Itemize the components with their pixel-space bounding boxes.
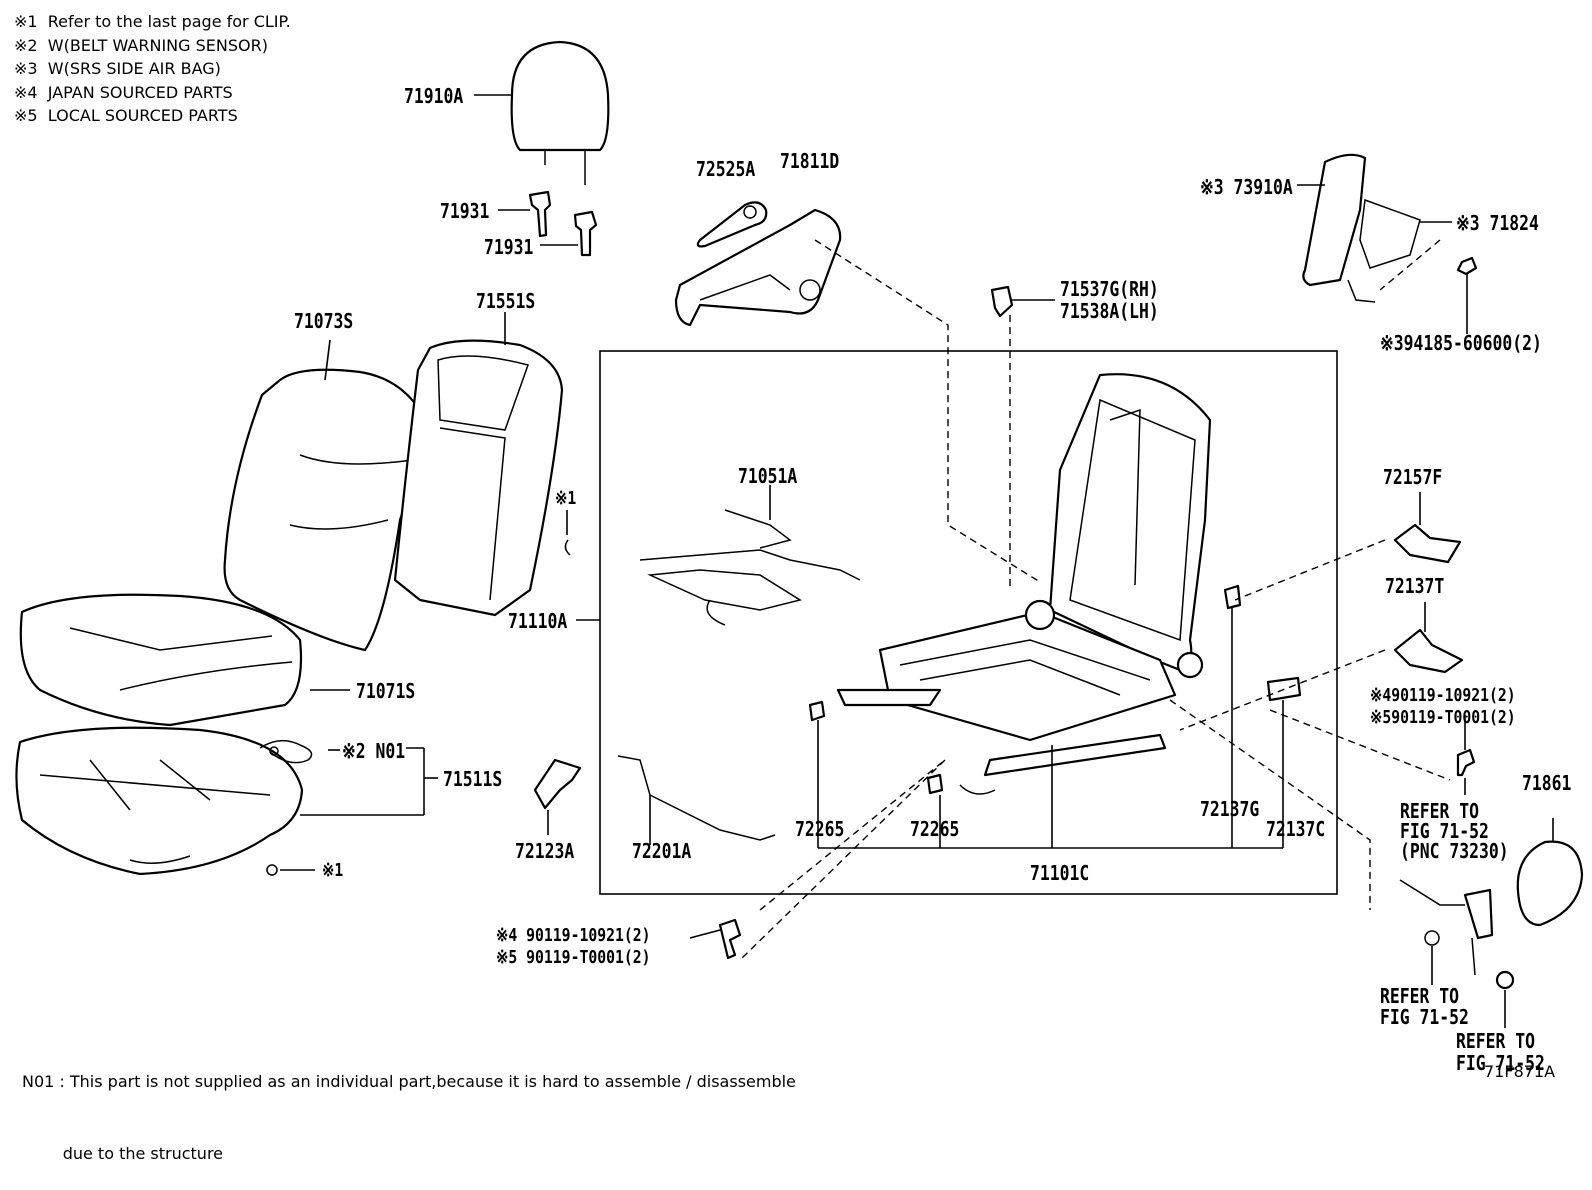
bracket-72157F <box>1393 523 1462 564</box>
note-3: ※3 W(SRS SIDE AIR BAG) <box>14 59 221 78</box>
note-5: ※5 LOCAL SOURCED PARTS <box>14 106 238 125</box>
refer-label-2-line2[interactable]: FIG 71-52 <box>1380 1005 1469 1029</box>
part-label-71861[interactable]: 71861 <box>1522 771 1572 795</box>
figure-id: 71F871A <box>1484 1062 1556 1081</box>
part-label-72265-a[interactable]: 72265 <box>795 817 845 841</box>
seat-spring <box>639 485 861 626</box>
part-label-71931-a[interactable]: 71931 <box>440 199 490 223</box>
cushion-pad <box>15 726 438 876</box>
backrest-clip <box>990 285 1055 318</box>
part-label-72137T[interactable]: 72137T <box>1385 574 1445 598</box>
bracket-72137T <box>1393 628 1464 674</box>
clip-note-label: ※1 <box>555 488 577 509</box>
footnote: N01 : This part is not supplied as an in… <box>22 1022 796 1190</box>
refer-label-1-line3[interactable]: (PNC 73230) <box>1400 839 1509 863</box>
bracket-72123A <box>533 758 582 810</box>
refer-label-3-line1[interactable]: REFER TO <box>1456 1029 1535 1053</box>
footnote-line-1: N01 : This part is not supplied as an in… <box>22 1072 796 1091</box>
seatback-pad <box>393 312 564 617</box>
part-label-71538A[interactable]: 71538A(LH) <box>1060 299 1159 323</box>
part-label-71931-b[interactable]: 71931 <box>484 235 534 259</box>
part-label-71110A[interactable]: 71110A <box>508 609 568 633</box>
clip-72137G <box>1223 584 1242 610</box>
recliner-cover <box>674 208 842 327</box>
clip-small <box>564 539 571 556</box>
cover-71861 <box>1516 840 1584 927</box>
refer-label-2-line1[interactable]: REFER TO <box>1380 984 1459 1008</box>
refer-label-1-line1[interactable]: REFER TO <box>1400 799 1479 823</box>
belt-warning-sensor <box>259 739 425 764</box>
part-label-71537G[interactable]: 71537G(RH) <box>1060 277 1159 301</box>
side-airbag <box>1297 153 1478 334</box>
wire-72201A <box>617 755 776 841</box>
part-label-72137G[interactable]: 72137G <box>1200 797 1260 821</box>
part-label-71101C[interactable]: 71101C <box>1030 861 1090 885</box>
part-label-71511S[interactable]: 71511S <box>443 767 503 791</box>
part-label-71551S[interactable]: 71551S <box>476 289 536 313</box>
note-2: ※2 W(BELT WARNING SENSOR) <box>14 35 268 55</box>
part-label-bolt-local[interactable]: ※5 90119-T0001(2) <box>496 947 651 968</box>
recliner-handle <box>696 201 768 248</box>
headrest-part <box>474 40 610 185</box>
notes-list: ※1 Refer to the last page for CLIP. ※2 W… <box>14 10 291 128</box>
refer-label-1-line2[interactable]: FIG 71-52 <box>1400 819 1489 843</box>
cushion-cover <box>19 593 350 727</box>
bolt-90119 <box>1456 748 1476 777</box>
part-label-71071S[interactable]: 71071S <box>356 679 416 703</box>
seat-exploded-diagram <box>15 40 1584 1028</box>
part-label-72137C[interactable]: 72137C <box>1266 817 1326 841</box>
part-label-72157F[interactable]: 72157F <box>1383 465 1443 489</box>
clip-72265b <box>926 773 944 795</box>
part-label-71811D[interactable]: 71811D <box>780 149 840 173</box>
part-label-72265-b[interactable]: 72265 <box>910 817 960 841</box>
frame-assembly-box <box>599 350 1338 895</box>
seat-frame <box>817 373 1284 849</box>
clip-72265a <box>808 700 826 722</box>
part-label-71051A[interactable]: 71051A <box>738 464 798 488</box>
clip-bottom <box>266 864 278 876</box>
bolt-bottom <box>718 918 742 960</box>
part-label-94185-60600[interactable]: ※394185-60600(2) <box>1380 331 1542 355</box>
part-label-72201A[interactable]: 72201A <box>632 839 692 863</box>
part-label-72525A[interactable]: 72525A <box>696 157 756 181</box>
part-label-72123A[interactable]: 72123A <box>515 839 575 863</box>
part-label-bolt-jp[interactable]: ※4 90119-10921(2) <box>496 925 651 946</box>
part-label-71910A[interactable]: 71910A <box>404 84 464 108</box>
part-label-90119-10921-jp[interactable]: ※490119-10921(2) <box>1370 685 1516 706</box>
part-label-N01[interactable]: ※2 N01 <box>342 739 406 763</box>
part-label-73910A[interactable]: ※3 73910A <box>1200 175 1293 199</box>
belt-buckle <box>1399 879 1515 1028</box>
clip-note-label-bottom: ※1 <box>322 860 344 881</box>
note-1: ※1 Refer to the last page for CLIP. <box>14 12 291 31</box>
part-label-90119-T0001-local[interactable]: ※590119-T0001(2) <box>1370 707 1516 728</box>
part-label-71073S[interactable]: 71073S <box>294 309 354 333</box>
footnote-line-2: due to the structure <box>22 1144 224 1163</box>
seatback-cover <box>223 339 432 652</box>
headrest-guides <box>498 190 598 257</box>
note-4: ※4 JAPAN SOURCED PARTS <box>14 82 233 102</box>
refer-label-3-line2[interactable]: FIG 71-52 <box>1456 1051 1545 1075</box>
part-label-71824[interactable]: ※3 71824 <box>1456 211 1539 235</box>
